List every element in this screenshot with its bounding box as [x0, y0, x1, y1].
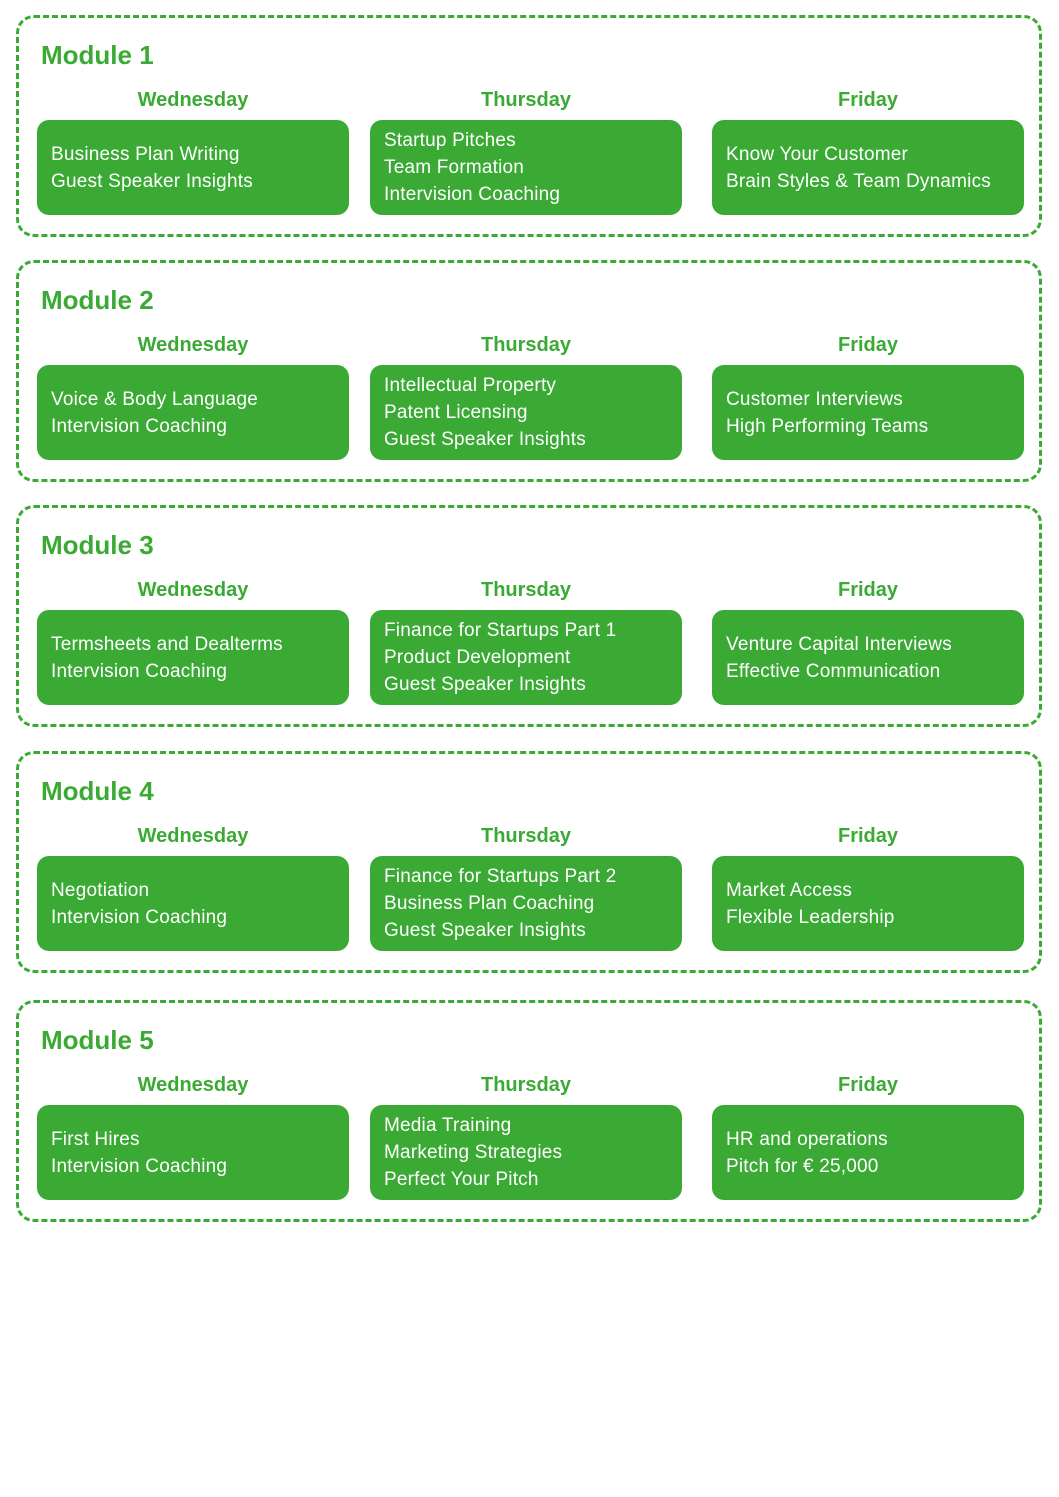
module-title: Module 2 [41, 285, 154, 315]
session-item: Market Access [726, 879, 853, 901]
session-item: Pitch for € 25,000 [726, 1155, 879, 1177]
module-title: Module 5 [41, 1025, 154, 1055]
session-item: Intervision Coaching [384, 184, 561, 205]
session-item: Startup Pitches [384, 130, 516, 151]
day-name: Wednesday [137, 579, 249, 601]
session-item: Media Training [384, 1115, 512, 1136]
session-item: Guest Speaker Insights [384, 674, 586, 695]
session-item: Patent Licensing [384, 402, 528, 423]
module-3: Module 3 Wednesday Termsheets and Dealte… [16, 505, 1042, 727]
session-item: Intervision Coaching [51, 906, 228, 928]
session-item: Business Plan Coaching [384, 893, 595, 914]
day-name: Friday [837, 1074, 899, 1096]
day-name: Friday [837, 89, 899, 111]
session-item: Venture Capital Interviews [726, 633, 952, 655]
day-name: Thursday [480, 89, 572, 111]
day-name: Wednesday [137, 89, 249, 111]
module-title: Module 1 [41, 40, 154, 70]
day-name: Thursday [480, 334, 572, 356]
session-item: Perfect Your Pitch [384, 1169, 539, 1190]
session-item: Guest Speaker Insights [384, 920, 586, 941]
session-item: Finance for Startups Part 1 [384, 620, 617, 641]
day-column-thursday: Thursday Finance for Startups Part 2 Busi… [370, 824, 682, 951]
session-item: Intervision Coaching [51, 415, 228, 437]
day-name: Thursday [480, 579, 572, 601]
day-name: Friday [837, 334, 899, 356]
day-name: Thursday [480, 1074, 572, 1096]
day-name: Wednesday [137, 334, 249, 356]
session-card: Finance for Startups Part 2 Business Plan… [370, 856, 682, 951]
session-item: Product Development [384, 647, 571, 668]
session-item: Guest Speaker Insights [384, 429, 586, 450]
day-name: Wednesday [137, 825, 249, 847]
module-2: Module 2 Wednesday Voice & Body Language… [16, 260, 1042, 482]
session-item: Team Formation [384, 157, 525, 178]
day-name: Friday [837, 825, 899, 847]
session-item: Termsheets and Dealterms [51, 633, 283, 655]
day-name: Thursday [480, 825, 572, 847]
session-card: Finance for Startups Part 1 Product Devel… [370, 610, 682, 705]
day-column-thursday: Thursday Finance for Startups Part 1 Prod… [370, 578, 682, 705]
session-item: Intellectual Property [384, 375, 557, 396]
session-item: High Performing Teams [726, 415, 929, 437]
session-item: Guest Speaker Insights [51, 170, 253, 192]
day-name: Wednesday [137, 1074, 249, 1096]
module-title: Module 3 [41, 530, 154, 560]
session-item: Intervision Coaching [51, 660, 228, 682]
session-item: Marketing Strategies [384, 1142, 563, 1163]
session-item: Voice & Body Language [51, 388, 259, 410]
session-item: First Hires [51, 1128, 140, 1150]
module-1: Module 1 Wednesday Business Plan Writing… [16, 15, 1042, 237]
session-item: Intervision Coaching [51, 1155, 228, 1177]
session-item: Brain Styles & Team Dynamics [726, 170, 992, 192]
session-item: Flexible Leadership [726, 906, 895, 928]
session-item: Negotiation [51, 879, 150, 901]
session-item: Effective Communication [726, 660, 941, 682]
session-item: Finance for Startups Part 2 [384, 866, 617, 887]
session-item: Know Your Customer [726, 143, 909, 165]
session-item: HR and operations [726, 1128, 888, 1150]
session-item: Customer Interviews [726, 388, 903, 410]
module-title: Module 4 [41, 776, 154, 806]
day-name: Friday [837, 579, 899, 601]
session-item: Business Plan Writing [51, 143, 240, 165]
